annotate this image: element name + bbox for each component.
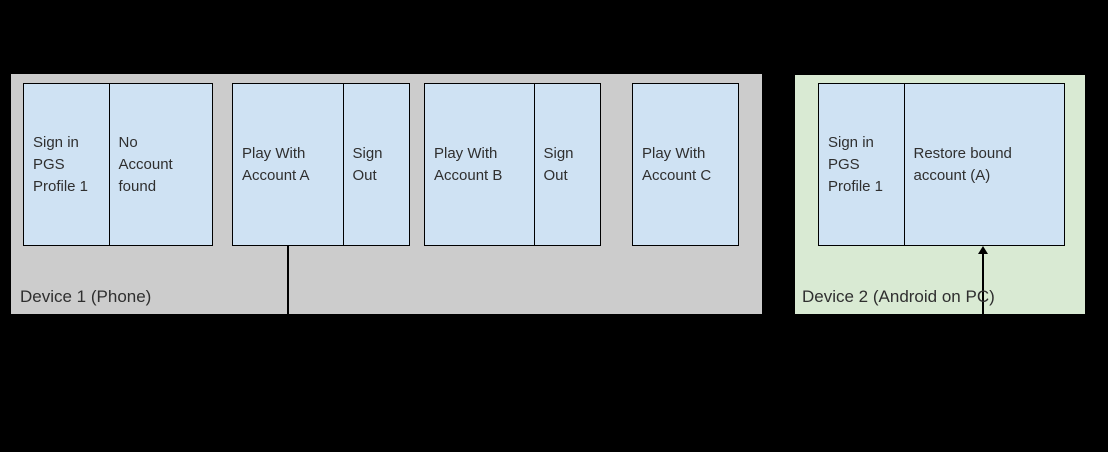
step-cell-sign-out-b: Sign Out [533,83,601,246]
step-cell-sign-in-pgs-2: Sign in PGS Profile 1 [818,83,905,246]
arrow-up-icon [978,246,988,254]
step-cell-play-account-c: Play With Account C [632,83,739,246]
step-box-restore: Sign in PGS Profile 1 Restore bound acco… [818,83,1065,246]
step-box-play-c: Play With Account C [632,83,739,246]
step-box-play-a: Play With Account A Sign Out [232,83,410,246]
step-cell-no-account: No Account found [108,83,213,246]
device2-label: Device 2 (Android on PC) [802,287,995,306]
step-cell-play-account-a: Play With Account A [232,83,344,246]
device1-label: Device 1 (Phone) [20,287,152,306]
step-cell-sign-in-pgs: Sign in PGS Profile 1 [23,83,110,246]
step-cell-sign-out-a: Sign Out [342,83,410,246]
step-box-signin-noaccount: Sign in PGS Profile 1 No Account found [23,83,213,246]
device1-flow-line [287,246,289,314]
step-cell-restore-account: Restore bound account (A) [903,83,1065,246]
step-box-play-b: Play With Account B Sign Out [424,83,601,246]
step-cell-play-account-b: Play With Account B [424,83,535,246]
restore-arrow-line [982,253,984,314]
